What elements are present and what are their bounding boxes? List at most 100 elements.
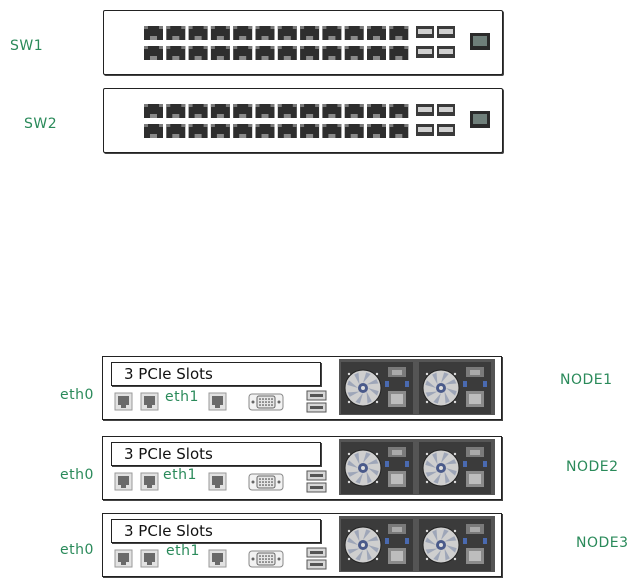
rj45-port [233,46,253,60]
server-node2: 3 PCIe Slots [102,436,502,500]
io-panel [114,470,327,493]
rj45-port [144,26,163,40]
rj45-port [210,124,230,138]
sfp-port [437,26,455,38]
rj45-port [188,26,208,40]
eth0-label: eth0 [60,467,94,483]
rj45-port [344,46,364,60]
power-supply [419,519,491,571]
power-supply [341,519,413,571]
switch-label-sw1: SW1 [10,38,44,54]
ethernet-port [208,549,227,568]
usb-ports [306,547,327,570]
io-panel [114,390,327,413]
sfp-port [416,124,434,136]
psu-handle [385,367,409,407]
switch-front-panel [144,26,490,60]
psu-handle [463,447,487,487]
eth1-label: eth1 [166,543,200,559]
rj45-port [188,124,208,138]
pcie-slots-label: 3 PCIe Slots [124,365,213,383]
console-port [470,111,490,128]
rj45-port [300,124,320,138]
sfp-port [416,26,434,38]
ethernet-port [140,549,159,568]
rj45-port [255,104,275,118]
sfp-port [416,104,434,116]
console-port [470,33,490,50]
fan-icon [422,369,460,407]
switch-label-sw2: SW2 [24,116,58,132]
rj45-port [300,26,320,40]
pcie-slots-label: 3 PCIe Slots [124,445,213,463]
ethernet-port [208,392,227,411]
rj45-port [277,46,297,60]
rj45-port [277,124,297,138]
rj45-port [300,46,320,60]
fan-icon [344,449,382,487]
rj45-port [233,104,253,118]
switch-sw2 [103,88,503,153]
rj45-port [166,124,186,138]
power-supply [419,442,491,494]
rj45-port [166,26,186,40]
sfp-port [416,46,434,58]
fan-icon [344,369,382,407]
eth1-label: eth1 [163,467,197,483]
power-supply [341,442,413,494]
rj45-port [344,26,364,40]
usb-ports [306,390,327,413]
rj45-port [367,124,386,138]
rj45-port [210,104,230,118]
fan-icon [344,526,382,564]
rj45-port [322,124,342,138]
rj45-port [389,46,409,60]
eth0-label: eth0 [60,387,94,403]
vga-port [248,473,284,491]
rj45-port [367,104,386,118]
rj45-port [255,46,275,60]
power-supplies [341,442,491,494]
rj45-port [144,46,163,60]
rj45-port [344,104,364,118]
psu-handle [463,524,487,564]
fan-icon [422,449,460,487]
rj45-port [344,124,364,138]
rj45-port [210,26,230,40]
psu-handle [385,524,409,564]
rj45-port [389,26,409,40]
rj45-port [144,104,163,118]
eth0-label: eth0 [60,542,94,558]
power-supplies [341,519,491,571]
rj45-port [233,124,253,138]
rj45-port [367,46,386,60]
power-supply [419,362,491,414]
ethernet-port [140,472,159,491]
server-node3: 3 PCIe Slots [102,513,502,577]
rj45-port [277,104,297,118]
vga-port [248,393,284,411]
rj45-port [144,124,163,138]
node-label-node1: NODE1 [560,372,613,388]
ethernet-port [140,392,159,411]
rj45-port [166,104,186,118]
rj45-port [389,124,409,138]
psu-handle [385,447,409,487]
power-supplies [341,362,491,414]
usb-ports [306,470,327,493]
pcie-slots-panel: 3 PCIe Slots [111,442,321,466]
ethernet-port [114,392,133,411]
node-label-node3: NODE3 [576,535,629,551]
rj45-port [300,104,320,118]
rj45-port [367,26,386,40]
rj45-port [322,104,342,118]
rj45-port [277,26,297,40]
power-supply [341,362,413,414]
pcie-slots-panel: 3 PCIe Slots [111,362,321,386]
pcie-slots-label: 3 PCIe Slots [124,522,213,540]
rj45-port [233,26,253,40]
pcie-slots-panel: 3 PCIe Slots [111,519,321,543]
ethernet-port [114,472,133,491]
rj45-port [255,124,275,138]
ethernet-port [208,472,227,491]
